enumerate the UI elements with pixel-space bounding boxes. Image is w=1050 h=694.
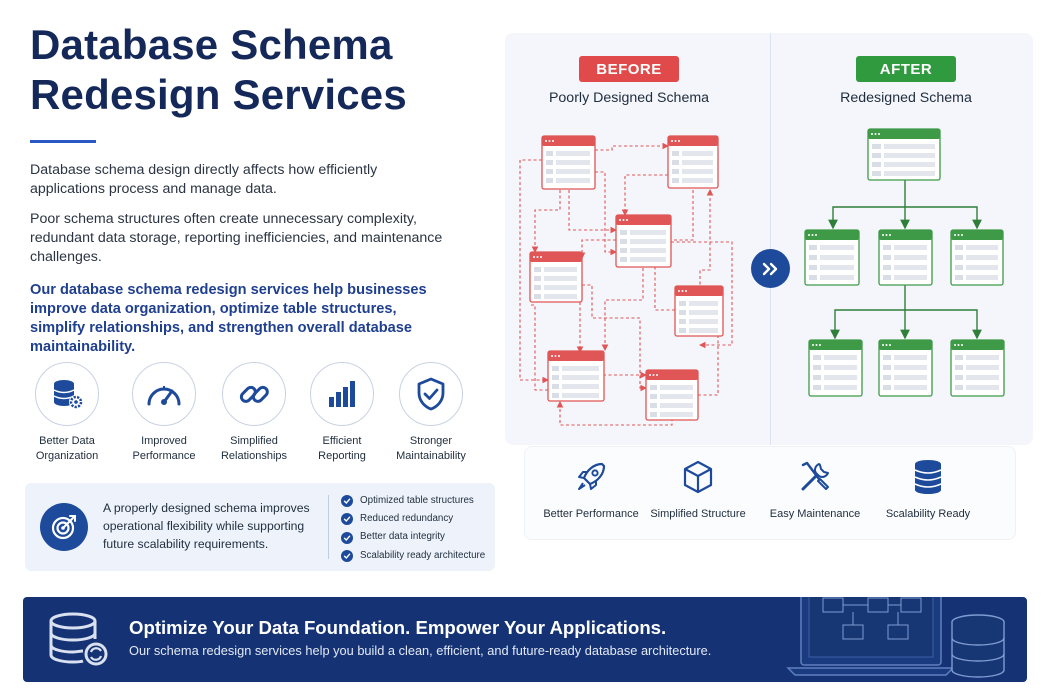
checklist-item: Reduced redundancy — [341, 510, 485, 528]
after-table — [950, 339, 1005, 397]
feature-simplified-relationships: Simplified Relationships — [210, 362, 298, 464]
feature-efficient-reporting: Efficient Reporting — [298, 362, 386, 464]
after-tables — [804, 128, 1005, 397]
feature-better-data-organization: Better Data Organization — [23, 362, 111, 464]
laptop-schema-illustration — [783, 597, 1027, 682]
after-table — [804, 229, 860, 286]
feature-label: Stronger Maintainability — [396, 435, 466, 462]
intro-highlight-paragraph: Our database schema redesign services he… — [30, 282, 427, 355]
comparison-divider — [770, 33, 771, 445]
cta-banner: Optimize Your Data Foundation. Empower Y… — [23, 597, 1027, 682]
feature-improved-performance: Improved Performance — [120, 362, 208, 464]
benefit-simplified-structure: Simplified Structure — [648, 457, 748, 521]
link-icon — [222, 362, 286, 426]
before-tables — [529, 135, 724, 421]
benefit-label: Scalability Ready — [885, 508, 971, 520]
feature-label: Simplified Relationships — [220, 435, 288, 462]
title-accent-rule — [30, 140, 96, 143]
after-table — [867, 128, 941, 181]
page-title: Database Schema Redesign Services — [30, 20, 500, 120]
banner-subline: Our schema redesign services help you bu… — [129, 643, 712, 658]
intro-section: Database Schema Redesign Services Databa… — [30, 20, 500, 357]
schema-diagrams — [519, 128, 1005, 426]
benefit-scalability-ready: Scalability Ready — [878, 457, 978, 521]
checklist-item-label: Scalability ready architecture — [360, 549, 486, 561]
rocket-icon — [541, 457, 641, 497]
info-box-text: A properly designed schema improves oper… — [103, 501, 310, 551]
before-title: Poorly Designed Schema — [548, 90, 710, 106]
after-table — [808, 339, 863, 397]
tools-icon — [765, 457, 865, 497]
shield-check-icon — [399, 362, 463, 426]
info-box: A properly designed schema improves oper… — [25, 483, 495, 571]
bar-chart-icon — [310, 362, 374, 426]
info-box-divider — [328, 495, 329, 559]
benefit-label: Simplified Structure — [650, 508, 746, 520]
before-table — [674, 285, 724, 337]
before-badge: BEFORE — [579, 56, 679, 82]
before-table — [615, 214, 672, 268]
after-badge: AFTER — [856, 56, 956, 82]
before-relationship-lines — [519, 142, 733, 426]
check-icon — [341, 531, 353, 544]
database-gear-icon — [35, 362, 99, 426]
check-icon — [341, 513, 353, 526]
gauge-icon — [132, 362, 196, 426]
after-title: Redesigned Schema — [840, 90, 972, 106]
before-table — [547, 350, 605, 402]
check-icon — [341, 495, 353, 508]
before-table — [667, 135, 719, 189]
feature-label: Efficient Reporting — [318, 435, 366, 462]
double-chevron-right-icon[interactable] — [751, 249, 790, 288]
database-stack-icon — [878, 457, 978, 497]
checklist-item-label: Optimized table structures — [360, 495, 474, 506]
checklist-item-label: Better data integrity — [360, 531, 445, 543]
page-title-line-1: Database Schema — [30, 21, 393, 68]
after-table — [878, 229, 933, 286]
benefits-strip: Better Performance Simplified Structure … — [524, 446, 1016, 540]
before-table — [541, 135, 596, 190]
checklist-item: Optimized table structures — [341, 492, 485, 510]
benefit-label: Better Performance — [543, 508, 639, 520]
checklist-item: Better data integrity — [341, 528, 485, 546]
feature-label: Better Data Organization — [35, 435, 99, 462]
benefit-better-performance: Better Performance — [541, 457, 641, 521]
cube-icon — [648, 457, 748, 497]
after-table — [950, 229, 1004, 286]
before-table — [645, 369, 699, 421]
feature-stronger-maintainability: Stronger Maintainability — [387, 362, 475, 464]
benefit-label: Easy Maintenance — [769, 508, 861, 520]
database-sync-icon — [47, 611, 111, 674]
after-table — [878, 339, 933, 397]
before-table — [529, 251, 583, 303]
intro-paragraph-1: Database schema design directly affects … — [30, 162, 378, 197]
target-icon — [40, 503, 88, 551]
after-relationship-lines — [828, 180, 982, 340]
checklist-item: Scalability ready architecture — [341, 547, 485, 565]
page-title-line-2: Redesign Services — [30, 71, 407, 118]
check-icon — [341, 549, 353, 562]
intro-paragraph-2: Poor schema structures often create unne… — [30, 211, 443, 265]
feature-row: Better Data Organization Improved Perfor… — [30, 362, 480, 462]
checklist-item-label: Reduced redundancy — [360, 513, 454, 525]
banner-headline: Optimize Your Data Foundation. Empower Y… — [129, 617, 667, 638]
feature-label: Improved Performance — [132, 435, 196, 462]
benefit-easy-maintenance: Easy Maintenance — [765, 457, 865, 521]
checklist: Optimized table structures Reduced redun… — [341, 492, 485, 565]
